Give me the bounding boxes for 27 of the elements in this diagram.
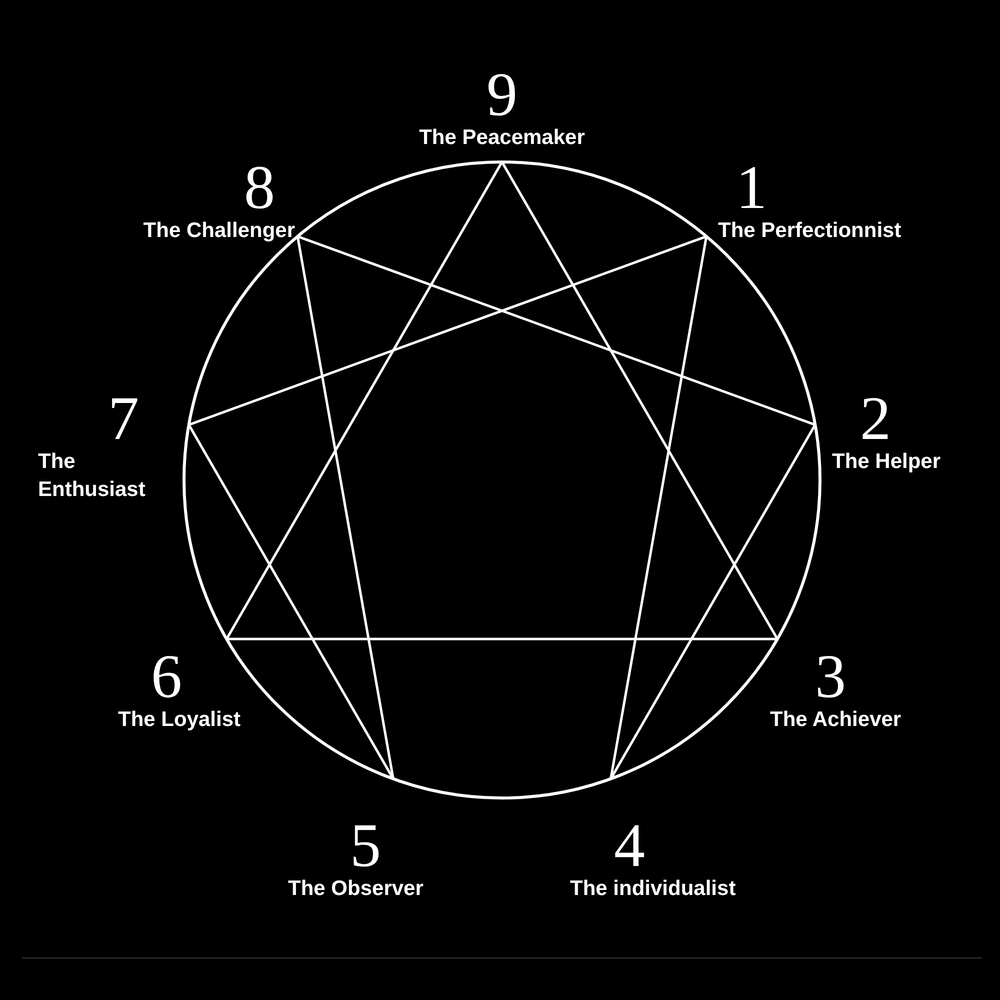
type-name: The Perfectionnist xyxy=(718,218,902,244)
type-name: The Challenger xyxy=(143,218,295,244)
type-number: 1 xyxy=(736,157,767,219)
connecting-line xyxy=(297,235,816,426)
type-name: The Loyalist xyxy=(118,707,241,733)
type-name: The Enthusiast xyxy=(38,449,146,503)
type-name: The Helper xyxy=(832,449,941,475)
connecting-line xyxy=(226,161,504,640)
type-number: 2 xyxy=(860,388,891,450)
type-name: The individualist xyxy=(570,876,736,902)
type-name: The Achiever xyxy=(770,707,902,733)
type-number: 4 xyxy=(613,815,645,877)
type-number: 8 xyxy=(244,157,275,219)
connecting-line xyxy=(188,424,394,780)
type-number: 3 xyxy=(815,646,846,708)
connecting-line xyxy=(610,236,708,780)
connecting-line xyxy=(296,236,394,780)
type-number: 7 xyxy=(107,388,139,450)
connecting-line xyxy=(500,161,778,640)
connecting-line xyxy=(188,235,707,426)
type-name: The Peacemaker xyxy=(419,125,585,151)
type-name: The Observer xyxy=(288,876,424,902)
type-number: 9 xyxy=(486,64,518,126)
type-number: 5 xyxy=(350,815,381,877)
type-number: 6 xyxy=(151,646,182,708)
connecting-line xyxy=(610,424,816,780)
connecting-line xyxy=(226,638,778,640)
